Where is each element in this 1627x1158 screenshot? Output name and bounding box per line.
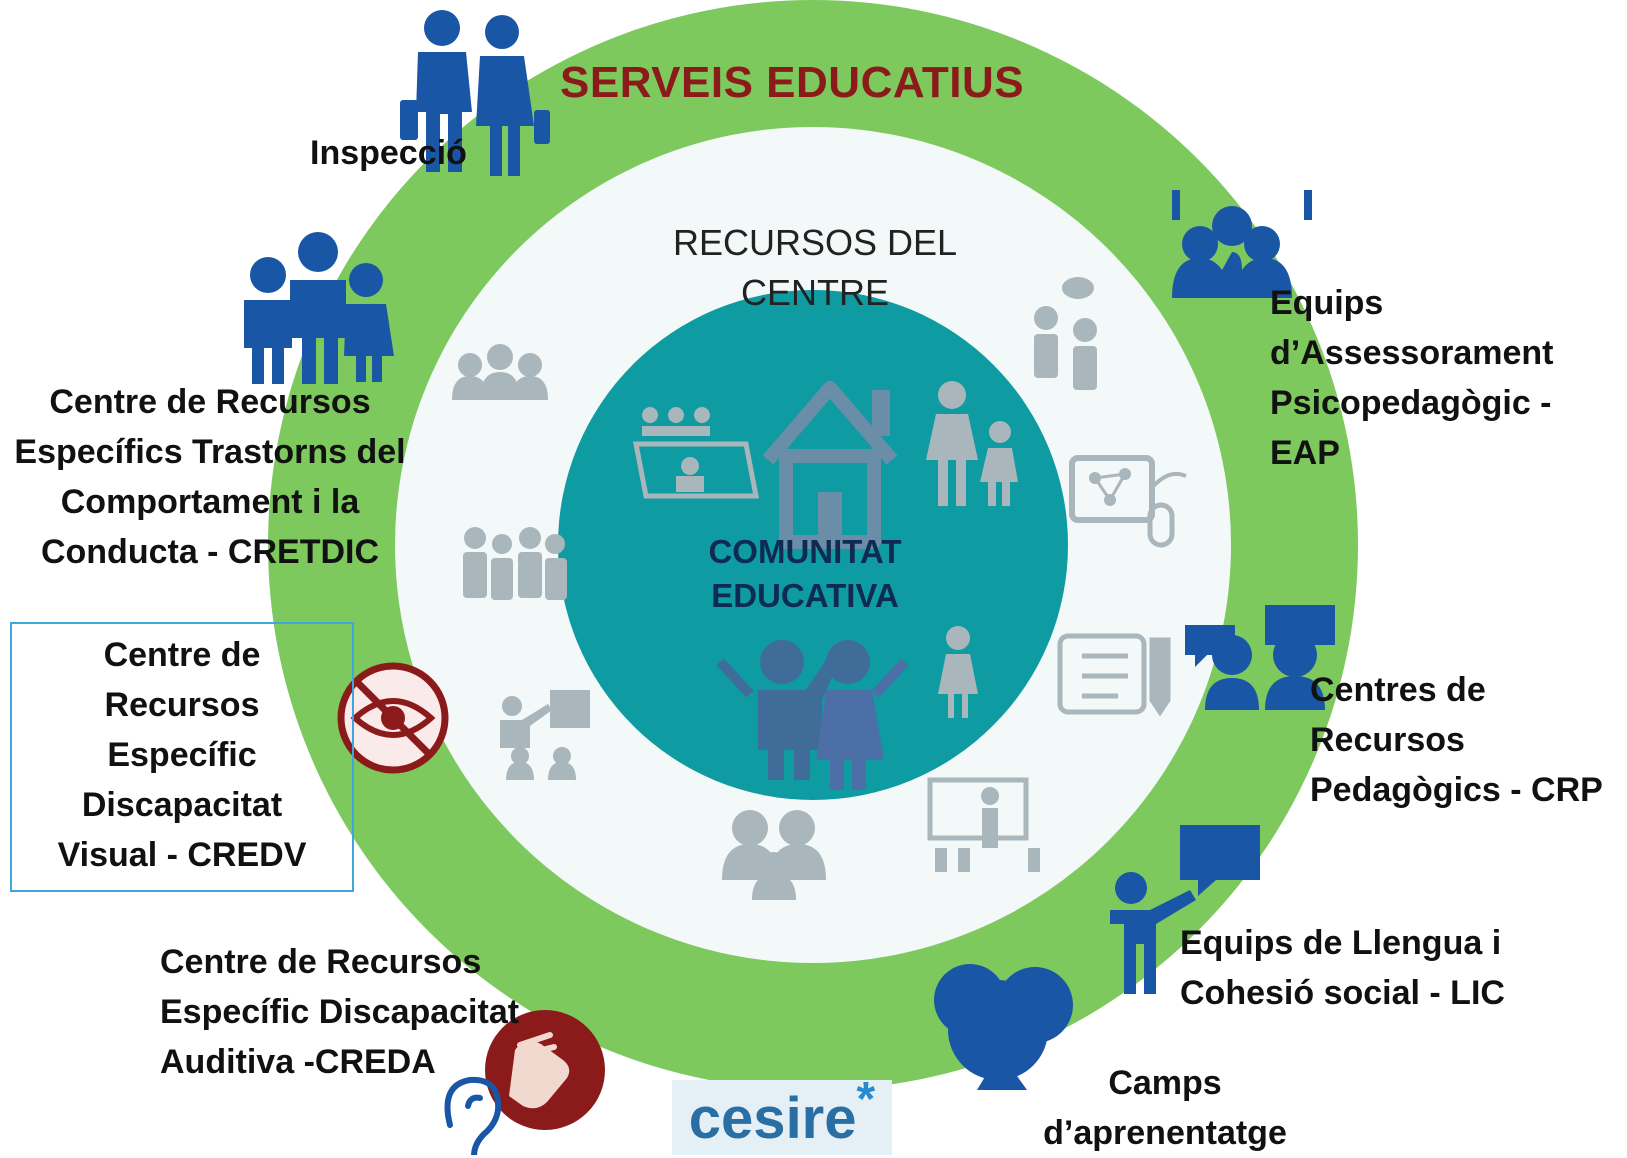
- label-line: Discapacitat: [81, 786, 283, 824]
- speaker-person-icon: [1110, 825, 1260, 994]
- label-creda: Centre de Recursos Específic Discapacita…: [160, 937, 519, 1087]
- label-line: Inspecció: [310, 134, 467, 172]
- no-vision-eye-icon: [337, 662, 449, 774]
- diagram-title: SERVEIS EDUCATIUS: [560, 58, 1025, 107]
- cesire-logo-asterisk: *: [856, 1073, 876, 1126]
- conversation-people-icon: [1185, 605, 1335, 710]
- label-line: Psicopedagògic -: [1270, 384, 1552, 422]
- core-label-line: COMUNITAT: [708, 533, 902, 570]
- sign-language-hand-icon: [485, 1010, 605, 1130]
- label-credv: Centre de Recursos Específic Discapacita…: [12, 630, 352, 880]
- middle-ring-label: RECURSOS DEL CENTRE: [650, 218, 980, 318]
- house-icon: [762, 381, 898, 549]
- people-group-icon: [452, 344, 548, 400]
- girl-icon: [938, 626, 978, 718]
- crowd-people-icon: [463, 527, 567, 600]
- label-line: Conducta - CRETDIC: [40, 533, 380, 571]
- label-crp: Centres de Recursos Pedagògics - CRP: [1310, 665, 1603, 815]
- label-eap: Equips d’Assessorament Psicopedagògic - …: [1270, 278, 1553, 478]
- family-icon: [722, 810, 826, 900]
- label-line: Cohesió social - LIC: [1180, 974, 1505, 1012]
- label-line: Camps: [1108, 1064, 1222, 1102]
- label-line: d’Assessorament: [1270, 334, 1554, 372]
- label-line: Específics Trastorns del: [14, 433, 406, 471]
- label-line: Centre de: [103, 636, 261, 674]
- ear-icon: [444, 1076, 502, 1155]
- speech-people-icon: [1034, 277, 1097, 390]
- credv-frame: [10, 622, 354, 892]
- label-line: Centre de Recursos: [160, 943, 482, 981]
- parent-child-icon: [926, 381, 1018, 506]
- label-line: EAP: [1270, 434, 1340, 472]
- label-line: Equips: [1270, 284, 1384, 322]
- label-camps: Camps d’aprenentatge: [1030, 1058, 1300, 1158]
- core-label: COMUNITAT EDUCATIVA: [680, 530, 930, 618]
- label-line: Auditiva -CREDA: [160, 1043, 436, 1081]
- business-people-icon: [400, 10, 550, 176]
- children-icon: [716, 640, 909, 790]
- label-line: Específic Discapacitat: [160, 993, 520, 1031]
- label-line: Equips de Llengua i: [1180, 924, 1502, 962]
- label-line: Comportament i la: [60, 483, 360, 521]
- cesire-logo: cesire*: [672, 1076, 892, 1155]
- meeting-table-icon: [632, 407, 760, 499]
- label-inspeccio: Inspecció: [310, 128, 467, 178]
- presentation-icon: [500, 690, 590, 780]
- label-line: Recursos: [1310, 721, 1465, 759]
- label-line: d’aprenentatge: [1043, 1114, 1287, 1152]
- middle-ring-label-line: CENTRE: [740, 272, 889, 313]
- label-lic: Equips de Llengua i Cohesió social - LIC: [1180, 918, 1505, 1018]
- cesire-logo-text: cesire: [688, 1086, 857, 1151]
- family-group-icon: [244, 232, 394, 384]
- core-label-line: EDUCATIVA: [711, 577, 899, 614]
- label-line: Específic: [107, 736, 257, 774]
- classroom-teacher-icon: [927, 777, 1040, 872]
- team-group-icon: [1172, 190, 1312, 298]
- label-cretdic: Centre de Recursos Específics Trastorns …: [0, 377, 420, 577]
- label-line: Centre de Recursos: [49, 383, 371, 421]
- label-line: Pedagògics - CRP: [1310, 771, 1603, 809]
- checklist-pen-icon: [1057, 633, 1171, 717]
- middle-ring-label-line: RECURSOS DEL: [672, 222, 958, 263]
- label-line: Centres de: [1310, 671, 1486, 709]
- computer-network-icon: [1069, 455, 1187, 548]
- label-line: Recursos: [104, 686, 260, 724]
- tree-icon: [934, 964, 1073, 1090]
- label-line: Visual - CREDV: [57, 836, 307, 874]
